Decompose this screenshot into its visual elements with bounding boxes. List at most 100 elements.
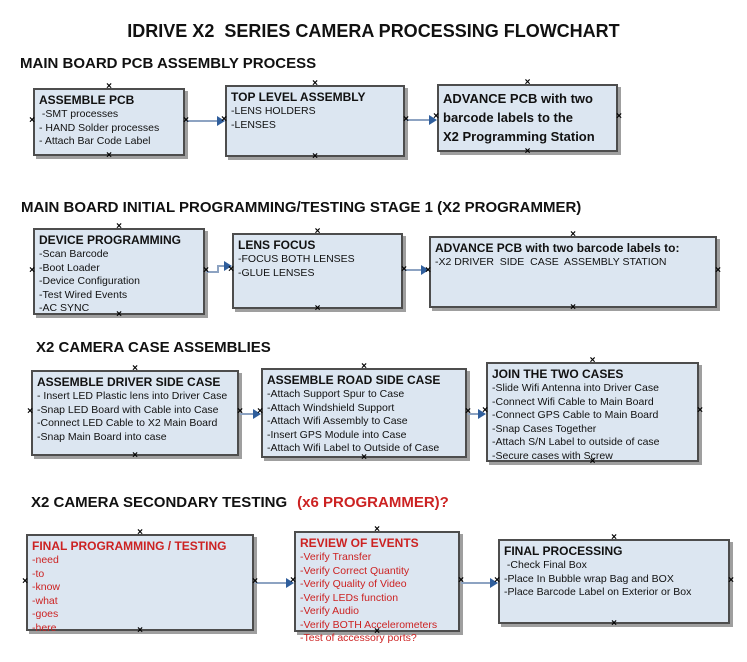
box-item: -Verify Transfer	[300, 551, 372, 563]
anchor-x-icon: ×	[524, 77, 531, 88]
anchor-x-icon: ×	[611, 618, 617, 629]
box-items: -Slide Wifi Antenna into Driver Case-Con…	[492, 382, 695, 463]
box-item: -Snap Main Board into case	[37, 430, 167, 443]
box-item: - Insert LED Plastic lens into Driver Ca…	[37, 390, 228, 402]
box-item: -Attach Support Spur to Case	[267, 388, 405, 400]
box-title: LENS FOCUS	[238, 238, 316, 252]
anchor-x-icon: ×	[433, 111, 439, 122]
anchor-x-icon: ×	[290, 574, 296, 586]
box-item: -Attach Wifi Label to Outside of Case	[267, 442, 440, 454]
box-title: DEVICE PROGRAMMING	[39, 233, 182, 247]
box-item: -Secure cases with Screw	[492, 449, 613, 462]
box-join-the-two-cases: JOIN THE TWO CASES -Slide Wifi Antenna i…	[482, 356, 703, 467]
box-items: -LENS HOLDERS-LENSES	[231, 105, 401, 132]
box-item: -Verify LEDs function	[300, 591, 399, 604]
box-item: -Snap LED Board with Cable into Case	[37, 403, 219, 416]
box-item: -Attach S/N Label to outside of case	[492, 436, 660, 448]
box-item: -Snap Cases Together	[492, 422, 597, 435]
anchor-x-icon: ×	[570, 302, 576, 313]
box-item: -know	[32, 581, 61, 593]
box-item: - HAND Solder processes	[39, 121, 160, 134]
anchor-x-icon: ×	[312, 78, 318, 89]
box-item: -goes	[32, 608, 59, 620]
box-item: -Connect GPS Cable to Main Board	[492, 409, 659, 421]
box-item: -Attach Wifi Assembly to Case	[267, 415, 408, 427]
box-item: -X2 DRIVER SIDE CASE ASSEMBLY STATION	[435, 256, 667, 268]
box-item: -Place In Bubble wrap Bag and BOX	[504, 572, 674, 585]
box-item: -SMT processes	[39, 108, 119, 120]
box-item: -LENS HOLDERS	[231, 105, 316, 117]
anchor-x-icon: ×	[183, 115, 189, 126]
anchor-x-icon: ×	[116, 309, 122, 320]
box-items: -need-to-know-what-goes-here	[32, 554, 250, 635]
box-item: -Attach Windshield Support	[267, 401, 395, 414]
anchor-x-icon: ×	[403, 114, 409, 125]
box-item: -AC SYNC	[39, 302, 90, 314]
anchor-x-icon: ×	[425, 265, 431, 276]
box-item: -Verify Audio	[300, 605, 359, 617]
box-review-of-events: REVIEW OF EVENTS -Verify Transfer-Verify…	[290, 525, 464, 645]
anchor-x-icon: ×	[203, 264, 209, 276]
box-item: -need	[32, 554, 59, 566]
box-item: -Place Barcode Label on Exterior or Box	[504, 586, 692, 598]
box-item: -here	[32, 621, 57, 634]
anchor-x-icon: ×	[361, 452, 367, 463]
box-item: -Connect Wifi Cable to Main Board	[492, 395, 654, 408]
box-items: - Insert LED Plastic lens into Driver Ca…	[37, 390, 235, 444]
box-advance-pcb-programming-station: ADVANCE PCB with two barcode labels to t…	[433, 78, 622, 157]
box-advance-pcb-case-assembly: ADVANCE PCB with two barcode labels to: …	[425, 230, 721, 313]
flow-arrow	[240, 409, 261, 419]
anchor-x-icon: ×	[228, 264, 234, 275]
box-item: -Slide Wifi Antenna into Driver Case	[492, 382, 659, 394]
box-item: - Attach Bar Code Label	[39, 135, 151, 147]
box-final-processing: FINAL PROCESSING -Check Final Box-Place …	[494, 533, 734, 629]
box-top-level-assembly: TOP LEVEL ASSEMBLY -LENS HOLDERS-LENSES …	[221, 79, 409, 162]
flow-arrow	[468, 409, 486, 419]
box-item: -Check Final Box	[504, 559, 587, 571]
box-item: -GLUE LENSES	[238, 266, 315, 279]
box-title: REVIEW OF EVENTS	[300, 536, 419, 550]
anchor-x-icon: ×	[524, 146, 531, 157]
anchor-x-icon: ×	[22, 575, 28, 587]
anchor-x-icon: ×	[589, 456, 596, 467]
anchor-x-icon: ×	[237, 406, 243, 417]
box-item: -to	[32, 567, 45, 580]
box-lens-focus: LENS FOCUS -FOCUS BOTH LENSES-GLUE LENSE…	[228, 227, 407, 314]
section-header-secondary-testing: X2 CAMERA SECONDARY TESTING(x6 PROGRAMME…	[31, 494, 449, 511]
anchor-x-icon: ×	[106, 150, 112, 161]
box-items: -Verify Transfer-Verify Correct Quantity…	[300, 551, 456, 646]
box-item: -Verify BOTH Accelerometers	[300, 618, 438, 631]
anchor-x-icon: ×	[132, 363, 138, 374]
box-title: ASSEMBLE DRIVER SIDE CASE	[37, 375, 221, 389]
section-header-pcb-assembly: MAIN BOARD PCB ASSEMBLY PROCESS	[20, 55, 317, 72]
box-assemble-road-side-case: ASSEMBLE ROAD SIDE CASE -Attach Support …	[257, 362, 471, 463]
box-item: -Insert GPS Module into Case	[267, 428, 407, 441]
box-items: -Scan Barcode-Boot Loader-Device Configu…	[39, 248, 201, 316]
box-item: -what	[32, 594, 58, 607]
anchor-x-icon: ×	[27, 406, 33, 417]
anchor-x-icon: ×	[137, 625, 143, 636]
box-title: TOP LEVEL ASSEMBLY	[231, 90, 366, 104]
box-item: -Boot Loader	[39, 261, 100, 274]
box-title: ASSEMBLE PCB	[39, 93, 135, 107]
flow-arrow-elbow	[217, 265, 219, 273]
section-header-black: X2 CAMERA SECONDARY TESTING	[31, 494, 288, 511]
anchor-x-icon: ×	[482, 405, 488, 416]
anchor-x-icon: ×	[314, 303, 321, 314]
anchor-x-icon: ×	[616, 111, 622, 122]
box-title: ASSEMBLE ROAD SIDE CASE	[267, 373, 441, 387]
anchor-x-icon: ×	[257, 406, 263, 417]
box-final-programming-testing: FINAL PROGRAMMING / TESTING -need-to-kno…	[22, 528, 258, 636]
anchor-x-icon: ×	[106, 81, 112, 92]
box-item: -FOCUS BOTH LENSES	[238, 253, 355, 265]
anchor-x-icon: ×	[29, 264, 35, 276]
anchor-x-icon: ×	[137, 527, 143, 538]
box-item: -Device Configuration	[39, 275, 140, 287]
box-assemble-driver-side-case: ASSEMBLE DRIVER SIDE CASE - Insert LED P…	[27, 364, 243, 461]
anchor-x-icon: ×	[570, 229, 576, 240]
box-items: -X2 DRIVER SIDE CASE ASSEMBLY STATION	[435, 256, 713, 270]
flow-arrow	[461, 578, 498, 588]
box-title: ADVANCE PCB with two barcode labels to t…	[443, 91, 595, 144]
box-item: -Test of accessory ports?	[300, 632, 417, 644]
